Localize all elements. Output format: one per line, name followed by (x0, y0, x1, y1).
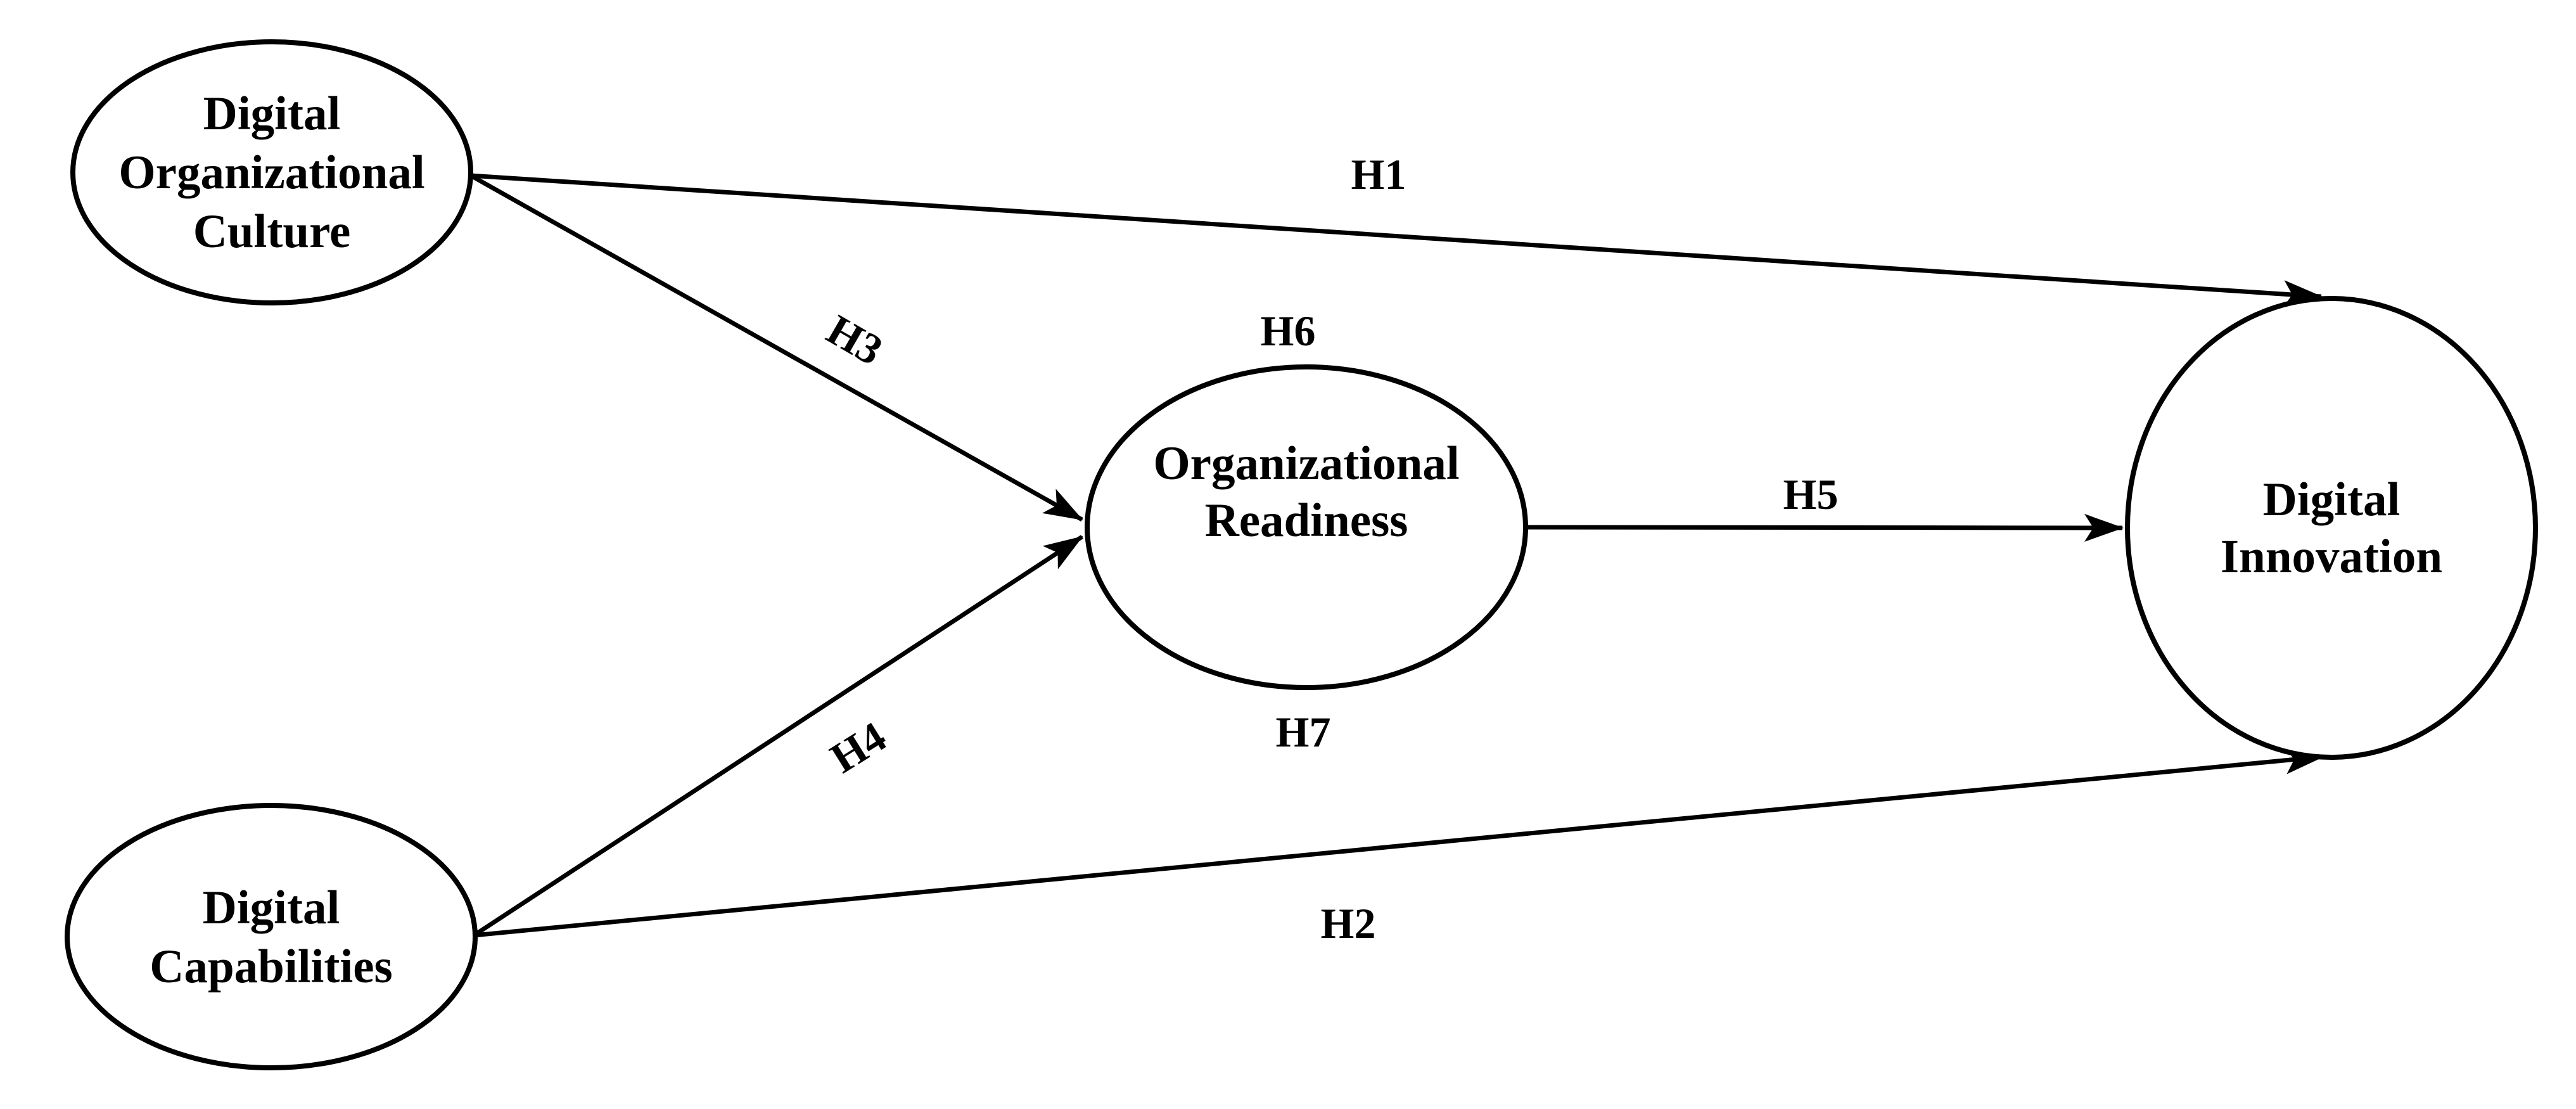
node-digital-capabilities: Digital Capabilities (65, 803, 478, 1070)
path-arrows (469, 173, 2324, 938)
label-h2: H2 (1321, 899, 1376, 947)
capabilities-ellipse (65, 803, 478, 1070)
capabilities-label-line-2: Capabilities (150, 940, 392, 993)
innovation-ellipse (2125, 296, 2538, 760)
label-h6: H6 (1261, 307, 1316, 355)
arrow-h5-readiness-to-innovation (1526, 513, 2124, 542)
culture-label-line-2: Organizational (118, 146, 424, 199)
culture-ellipse (70, 39, 473, 305)
arrow-h1-culture-to-innovation (470, 173, 2323, 309)
culture-label-line-1: Digital (203, 87, 341, 140)
label-h1: H1 (1351, 150, 1406, 198)
readiness-label-line-2: Readiness (1205, 494, 1408, 547)
label-h5: H5 (1783, 470, 1839, 518)
culture-label-line-3: Culture (193, 205, 351, 258)
arrow-h3-culture-to-readiness (469, 173, 1083, 522)
capabilities-label-line-1: Digital (203, 881, 340, 934)
readiness-label-line-1: Organizational (1153, 437, 1459, 490)
label-h4: H4 (822, 712, 894, 783)
label-h7: H7 (1276, 708, 1331, 756)
readiness-ellipse (1085, 364, 1528, 690)
arrow-h2-capabilities-to-innovation (473, 746, 2324, 938)
innovation-label-line-2: Innovation (2221, 530, 2442, 583)
node-digital-organizational-culture: Digital Organizational Culture (70, 39, 473, 305)
node-digital-innovation: Digital Innovation (2125, 296, 2538, 760)
arrow-h4-capabilities-to-readiness (473, 535, 1083, 937)
innovation-label-line-1: Digital (2263, 473, 2401, 526)
node-organizational-readiness: Organizational Readiness (1085, 364, 1528, 690)
label-h3: H3 (819, 305, 891, 374)
